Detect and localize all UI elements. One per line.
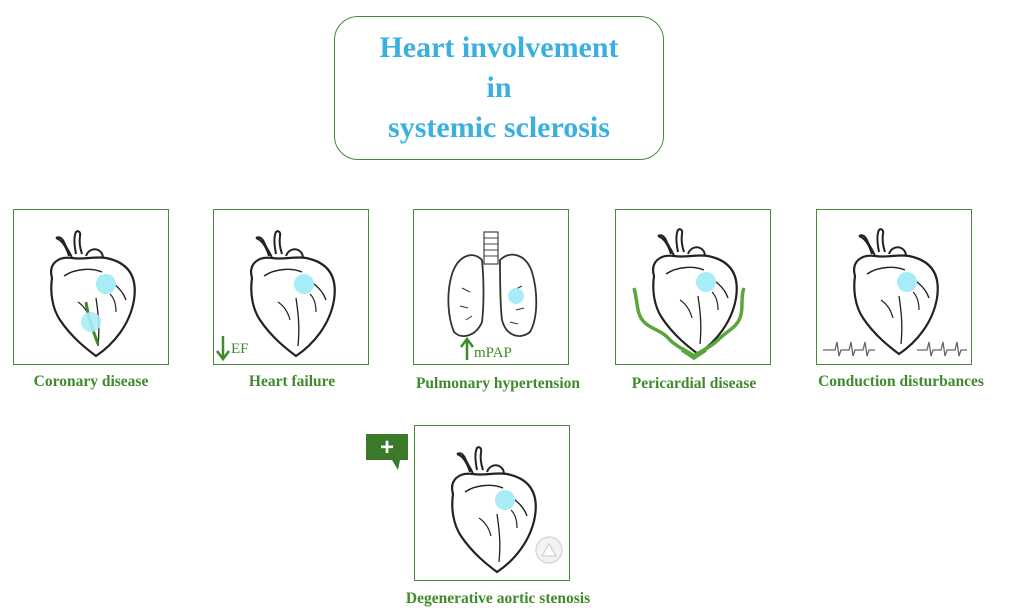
svg-text:+: + bbox=[380, 434, 394, 461]
title-box: Heart involvement in systemic sclerosis bbox=[334, 16, 664, 160]
heart-pericardium-icon bbox=[616, 210, 772, 366]
heart-valve-icon bbox=[415, 426, 571, 582]
add-button[interactable]: + bbox=[364, 432, 410, 472]
card-heart-failure[interactable]: EF bbox=[213, 209, 369, 365]
card-degenerative-aortic-stenosis[interactable] bbox=[414, 425, 570, 581]
label-coronary-disease: Coronary disease bbox=[34, 373, 149, 391]
card-pulmonary-hypertension[interactable]: mPAP bbox=[413, 209, 569, 365]
card-coronary-disease[interactable] bbox=[13, 209, 169, 365]
title-line-3: systemic sclerosis bbox=[388, 108, 610, 148]
card-pericardial-disease[interactable] bbox=[615, 209, 771, 365]
heart-ecg-icon bbox=[817, 210, 973, 366]
mpap-annotation: mPAP bbox=[474, 345, 512, 362]
plus-icon: + bbox=[364, 432, 410, 472]
heart-coronary-icon bbox=[14, 210, 170, 366]
label-pulmonary-hypertension: Pulmonary hypertension bbox=[416, 375, 580, 393]
label-degenerative-aortic-stenosis: Degenerative aortic stenosis bbox=[406, 590, 590, 608]
title-line-2: in bbox=[486, 68, 511, 108]
label-heart-failure: Heart failure bbox=[249, 373, 335, 391]
label-pericardial-disease: Pericardial disease bbox=[632, 375, 756, 393]
ef-annotation: EF bbox=[231, 341, 249, 358]
title-line-1: Heart involvement bbox=[379, 28, 618, 68]
card-conduction-disturbances[interactable] bbox=[816, 209, 972, 365]
lungs-icon bbox=[414, 210, 570, 366]
label-conduction-disturbances: Conduction disturbances bbox=[818, 373, 984, 391]
